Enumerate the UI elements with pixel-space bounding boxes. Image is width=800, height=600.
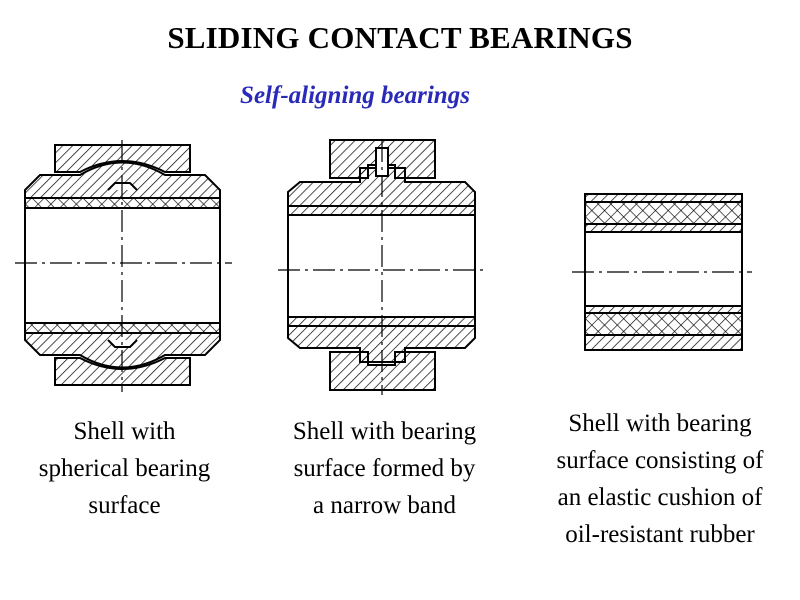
rubber-cushion-top [584, 201, 743, 225]
caption-line: Shell with bearing [568, 410, 752, 437]
caption-line: Shell with [73, 418, 176, 445]
page-subtitle: Self-aligning bearings [240, 82, 470, 109]
narrow-band-bearing-drawing [278, 139, 488, 395]
shell-band-inner-bottom [584, 305, 743, 314]
caption-rubber: Shell with bearing surface consisting of… [525, 405, 795, 553]
caption-line: surface [88, 492, 161, 519]
shell-band-top [584, 193, 743, 203]
caption-line: Shell with bearing [292, 418, 477, 445]
caption-line: spherical bearing [38, 455, 211, 482]
shell-band-bottom [584, 334, 743, 351]
caption-line: an elastic cushion of [557, 484, 763, 511]
spherical-bearing-drawing [15, 140, 232, 392]
caption-line: surface formed by [293, 455, 476, 482]
caption-spherical: Shell with spherical bearing surface [12, 413, 237, 524]
caption-narrow-band: Shell with bearing surface formed by a n… [262, 413, 507, 524]
rubber-bearing-drawing [572, 193, 752, 351]
page-title: SLIDING CONTACT BEARINGS [167, 20, 633, 55]
caption-line: surface consisting of [556, 447, 764, 474]
caption-line: oil-resistant rubber [565, 521, 755, 548]
shell-band-inner-top [584, 223, 743, 233]
caption-line: a narrow band [313, 492, 456, 519]
rubber-cushion-bottom [584, 312, 743, 336]
